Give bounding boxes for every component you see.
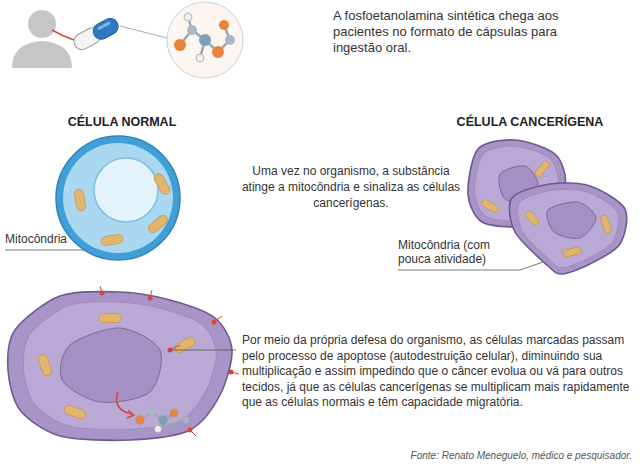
intro-text: A fosfoetanolamina sintética chega aos p… — [333, 8, 573, 56]
person-icon — [12, 10, 74, 68]
molecule-figure — [184, 13, 192, 21]
capsule-icon — [97, 21, 111, 30]
part-label: Mitocôndria (com pouca atividade) — [398, 238, 516, 266]
description-text: Por meio da própria defesa do organismo,… — [242, 333, 634, 411]
description-text: Uma vez no organismo, a substância ating… — [240, 163, 462, 211]
marked-cancer-cell — [8, 292, 232, 441]
marked-cancer-cell — [37, 353, 53, 377]
cancer-cell-figure — [562, 246, 581, 257]
marked-cancer-cell — [60, 328, 161, 402]
normal-cell-figure — [56, 136, 180, 260]
molecule-figure — [219, 20, 229, 30]
marked-cancer-cell — [99, 314, 121, 323]
molecule-figure — [196, 54, 204, 62]
marked-cancer-cell — [173, 336, 197, 355]
capsule-icon — [71, 16, 121, 53]
marked-cancer-cell — [212, 320, 217, 325]
person-icon — [12, 41, 72, 68]
marked-cancer-cell — [148, 408, 156, 416]
marked-cancer-cell — [127, 410, 134, 418]
molecule-figure — [174, 39, 186, 51]
marked-cancer-cell — [170, 409, 178, 417]
marked-cancer-cell — [23, 302, 216, 430]
marked-cancer-cell — [183, 417, 190, 424]
leader-line — [170, 350, 236, 351]
normal-cell-figure — [63, 143, 173, 253]
marked-cancer-cell — [100, 291, 105, 296]
cancer-cell-figure — [468, 140, 627, 274]
molecule-figure — [167, 2, 243, 78]
marked-cancer-cell — [159, 416, 168, 425]
cancer-cell-figure — [480, 198, 499, 213]
marked-cancer-cell — [148, 296, 153, 301]
molecule-figure — [167, 2, 243, 78]
molecule-figure — [199, 34, 211, 46]
pointer-line — [120, 26, 167, 38]
person-icon — [52, 30, 74, 40]
cancer-cell-figure — [509, 183, 626, 274]
cancer-cell-figure — [524, 210, 540, 227]
capsule-icon — [90, 16, 120, 42]
normal-cell-figure — [74, 188, 87, 211]
marked-cancer-cell — [136, 416, 145, 425]
source-caption: Fonte: Renato Meneguelo, médico e pesqui… — [411, 450, 632, 461]
marked-cancer-cell — [63, 404, 87, 420]
normal-cell-figure — [147, 213, 170, 234]
normal-cell-figure — [94, 158, 158, 222]
marked-cancer-cell — [188, 428, 193, 433]
cancer-cell-figure — [534, 160, 551, 178]
normal-cell-figure — [100, 234, 123, 247]
normal-cell-figure — [56, 136, 180, 260]
molecule-figure — [187, 25, 197, 35]
person-icon — [28, 10, 56, 38]
cancer-cell-figure — [547, 202, 596, 239]
marked-cancer-cell — [229, 370, 234, 375]
molecule-figure — [212, 46, 224, 58]
molecule-figure — [225, 35, 235, 45]
marked-cancer-cell — [8, 286, 239, 440]
part-label: Mitocôndria — [5, 232, 95, 247]
marked-cancer-cell — [155, 426, 162, 433]
normal-cell-figure — [153, 172, 172, 196]
cell-heading: CÉLULA CANCERÍGENA — [420, 114, 640, 130]
molecule-figure — [180, 17, 230, 58]
cancer-cell-figure — [518, 189, 619, 267]
cancer-cell-figure — [600, 214, 613, 233]
cell-heading: CÉLULA NORMAL — [40, 114, 204, 130]
